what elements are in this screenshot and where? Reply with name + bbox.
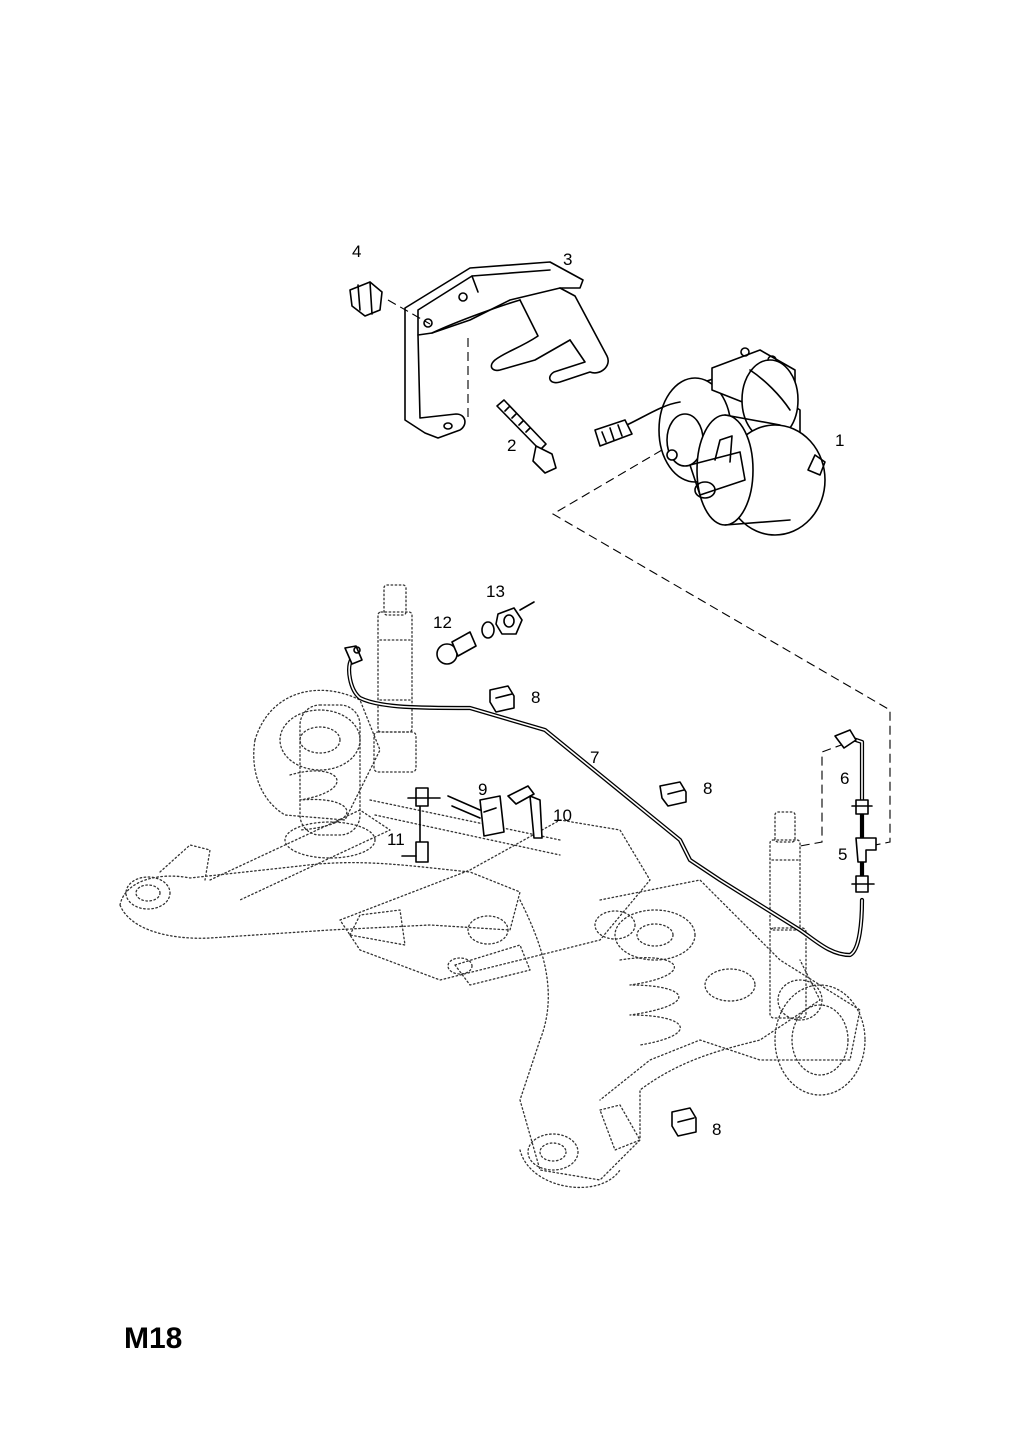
callout-10: 10	[553, 806, 572, 825]
callout-8b: 8	[703, 779, 712, 798]
pipe-clip-part-8-b	[659, 781, 687, 807]
callout-4: 4	[352, 242, 361, 261]
clip-part-4	[349, 281, 383, 317]
callout-13: 13	[486, 582, 505, 601]
bracket-part-3	[387, 261, 609, 439]
bolt-part-2	[496, 399, 557, 474]
callout-11: 11	[387, 830, 405, 849]
callout-3: 3	[563, 250, 572, 269]
pipe-end-fitting	[344, 645, 363, 665]
front-suspension-outline	[119, 689, 866, 1189]
pipe-clip-part-8-c	[671, 1107, 697, 1137]
callout-9: 9	[478, 780, 487, 799]
link-rod-part-11	[401, 787, 441, 863]
callout-8c: 8	[712, 1120, 721, 1139]
sensor-bracket-part-10	[507, 785, 543, 839]
t-piece-part-5	[851, 837, 877, 893]
callout-7: 7	[590, 748, 599, 767]
callout-5: 5	[838, 845, 847, 864]
callout-1: 1	[835, 431, 844, 450]
callout-6: 6	[840, 769, 849, 788]
sheet-code: M18	[124, 1322, 183, 1355]
callout-2: 2	[507, 436, 516, 455]
right-shock-absorber	[769, 811, 807, 1019]
callout-12: 12	[433, 613, 452, 632]
pipe-clip-part-8-a	[489, 685, 515, 713]
left-shock-absorber	[373, 584, 417, 773]
plug-part-12	[436, 631, 477, 665]
callout-8a: 8	[531, 688, 540, 707]
nut-part-13	[481, 601, 535, 639]
sensor-part-9	[447, 795, 505, 837]
pipe-routing-dash	[551, 449, 891, 847]
connector-part-6	[834, 729, 873, 815]
compressor-part-1	[594, 347, 826, 536]
